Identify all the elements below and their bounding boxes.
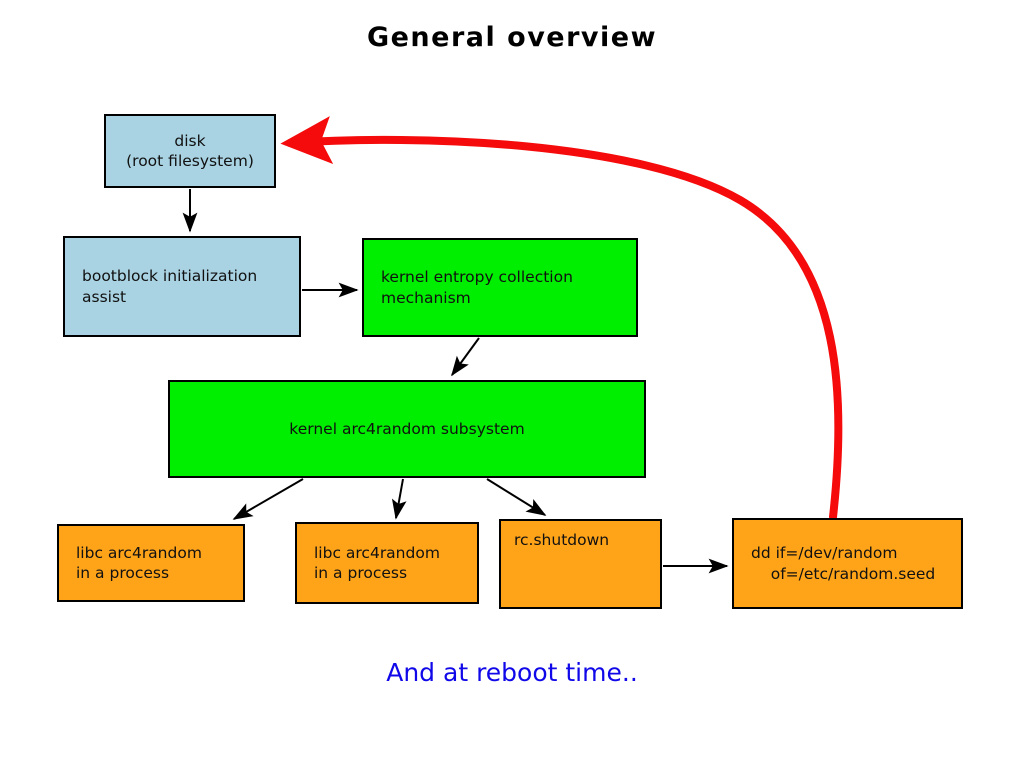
node-libc1-label: libc arc4random in a process: [76, 543, 202, 582]
node-rc-shutdown[interactable]: rc.shutdown: [499, 519, 662, 609]
edge-arc4-to-libc1: [232, 478, 304, 520]
node-kernel-arc4random-subsystem[interactable]: kernel arc4random subsystem: [168, 380, 646, 478]
node-dd-label: dd if=/dev/random of=/etc/random.seed: [751, 544, 936, 583]
node-libc-arc4random-process-1[interactable]: libc arc4random in a process: [57, 524, 245, 602]
node-disk[interactable]: disk (root filesystem): [104, 114, 276, 188]
node-kernel-entropy-collection-mechanism[interactable]: kernel entropy collection mechanism: [362, 238, 638, 337]
node-arc4-label: kernel arc4random subsystem: [289, 419, 525, 438]
node-dd-random-seed[interactable]: dd if=/dev/random of=/etc/random.seed: [732, 518, 963, 609]
node-libc2-label: libc arc4random in a process: [314, 543, 440, 582]
edge-entropy-to-arc4: [451, 337, 480, 377]
node-bootblock-label: bootblock initialization assist: [82, 267, 258, 306]
slide-caption: And at reboot time..: [386, 658, 638, 687]
edge-arc4-to-libc2: [391, 478, 407, 520]
node-bootblock-initialization-assist[interactable]: bootblock initialization assist: [63, 236, 301, 337]
page-title: General overview: [366, 22, 658, 53]
node-entropy-label: kernel entropy collection mechanism: [381, 268, 573, 307]
edge-arc4-to-rcshutdown: [486, 478, 547, 516]
node-rcshutdown-label: rc.shutdown: [514, 531, 610, 549]
node-disk-label: disk (root filesystem): [126, 131, 254, 170]
node-libc-arc4random-process-2[interactable]: libc arc4random in a process: [295, 522, 479, 604]
